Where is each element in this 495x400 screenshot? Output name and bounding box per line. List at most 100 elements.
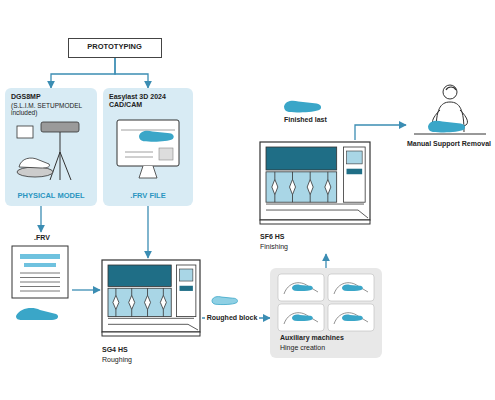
bench <box>414 134 486 135</box>
hinge-sketch <box>334 313 368 324</box>
machine-head <box>266 147 337 170</box>
machine-base <box>102 332 200 336</box>
machine-drawing <box>102 260 200 336</box>
input-panel: DGS8MP(S.L.I.M. SETUPMODEL included) PHYS… <box>5 88 97 206</box>
last-in-hands <box>428 121 465 133</box>
flow-arrow <box>355 125 406 140</box>
file-label: .FRV <box>34 234 50 242</box>
spindle <box>307 172 313 202</box>
foot-model <box>16 308 58 320</box>
machine-drawing <box>260 142 370 224</box>
operator-figure: Manual Support Removal <box>406 82 492 164</box>
person-drawing <box>414 85 486 134</box>
control-panel <box>344 147 366 202</box>
spindle <box>160 288 166 316</box>
flow-arrow <box>72 289 100 290</box>
spindle <box>272 172 278 202</box>
machine-model: SF6 HS <box>260 233 285 241</box>
flow-arrow <box>115 58 148 88</box>
flow-arrow <box>325 254 326 268</box>
panel-screen <box>180 269 193 281</box>
machine-cell <box>278 304 324 331</box>
hinge-sketch <box>284 283 318 294</box>
file-document: .FRV <box>10 232 72 324</box>
spindle <box>129 288 135 316</box>
panel-button <box>347 169 363 175</box>
panel-caption: .FRV FILE <box>103 192 193 201</box>
spindle <box>325 172 331 202</box>
machine-box: SF6 HS Finishing <box>258 140 372 254</box>
work-area <box>108 288 171 316</box>
panel-screen <box>347 151 363 164</box>
auxiliary-panel: Auxiliary machinesHinge creation <box>270 268 382 358</box>
flow-arrow <box>40 206 41 232</box>
monitor-drawing <box>117 120 179 178</box>
hinge-sketch <box>334 283 368 294</box>
machine-cell <box>278 274 324 301</box>
doc-line <box>20 277 60 278</box>
flow-label: Roughed block <box>205 314 260 322</box>
auxiliary-drawing <box>278 274 374 331</box>
node-illustration <box>10 232 72 324</box>
head <box>443 85 457 99</box>
node-illustration <box>406 82 492 164</box>
process-box: PROTOTYPING <box>68 38 162 58</box>
doc-bar <box>24 263 56 267</box>
spindle <box>113 288 119 316</box>
machine-base <box>260 220 370 224</box>
monitor-stand <box>139 166 157 178</box>
input-panel: Easylast 3D 2024 CAD/CAM .FRV FILE <box>103 88 193 206</box>
monitor <box>117 120 179 166</box>
machine-head <box>108 265 171 287</box>
flow-arrow <box>51 58 115 88</box>
scanner-drawing <box>17 122 79 180</box>
flow-label: Finished last <box>282 116 329 124</box>
device-name: DGS8MP <box>11 93 41 101</box>
panel-caption: PHYSICAL MODEL <box>5 192 97 201</box>
doc-bar <box>20 254 60 259</box>
flow-arrow <box>147 206 148 258</box>
hair <box>446 87 456 90</box>
machine-cell <box>328 304 374 331</box>
finished-last-icon <box>284 101 321 113</box>
last-sketch <box>342 284 363 291</box>
box-title: PROTOTYPING <box>87 43 141 52</box>
panel-title: Auxiliary machines <box>280 334 344 342</box>
machine-cell <box>328 274 374 301</box>
machine-step: Finishing <box>260 243 288 251</box>
control-panel <box>177 265 196 317</box>
doc-line <box>20 291 60 292</box>
machine-tray <box>108 318 198 330</box>
doc-line <box>20 282 60 283</box>
machine-housing <box>102 260 200 332</box>
machine-step: Roughing <box>102 356 132 364</box>
spindle <box>145 288 151 316</box>
laptop-screen <box>17 126 33 138</box>
panel-button <box>180 286 193 291</box>
panel-step: Hinge creation <box>280 344 325 352</box>
last-sketch <box>292 314 313 321</box>
spindle <box>290 172 296 202</box>
device-note: (S.L.I.M. SETUPMODEL included) <box>11 102 91 117</box>
doc-line <box>20 273 60 274</box>
machine-model: SG4 HS <box>102 346 128 354</box>
hinge-sketch <box>284 313 318 324</box>
last-model <box>139 131 174 142</box>
scanner-head <box>41 122 79 132</box>
work-area <box>266 172 337 202</box>
shoe-model <box>19 158 50 168</box>
screen-panel <box>159 148 173 160</box>
last-sketch <box>342 314 363 321</box>
document-drawing <box>12 246 68 320</box>
machine-tray <box>266 204 368 218</box>
turntable <box>17 167 53 177</box>
machine-housing <box>260 142 370 220</box>
document <box>12 246 68 298</box>
doc-line <box>20 286 60 287</box>
last-sketch <box>292 284 313 291</box>
operator-task: Manual Support Removal <box>406 140 492 148</box>
roughed-block-icon <box>212 297 237 305</box>
software-name: Easylast 3D 2024 CAD/CAM <box>109 93 189 109</box>
machine-box: SG4 HS Roughing <box>100 258 202 367</box>
